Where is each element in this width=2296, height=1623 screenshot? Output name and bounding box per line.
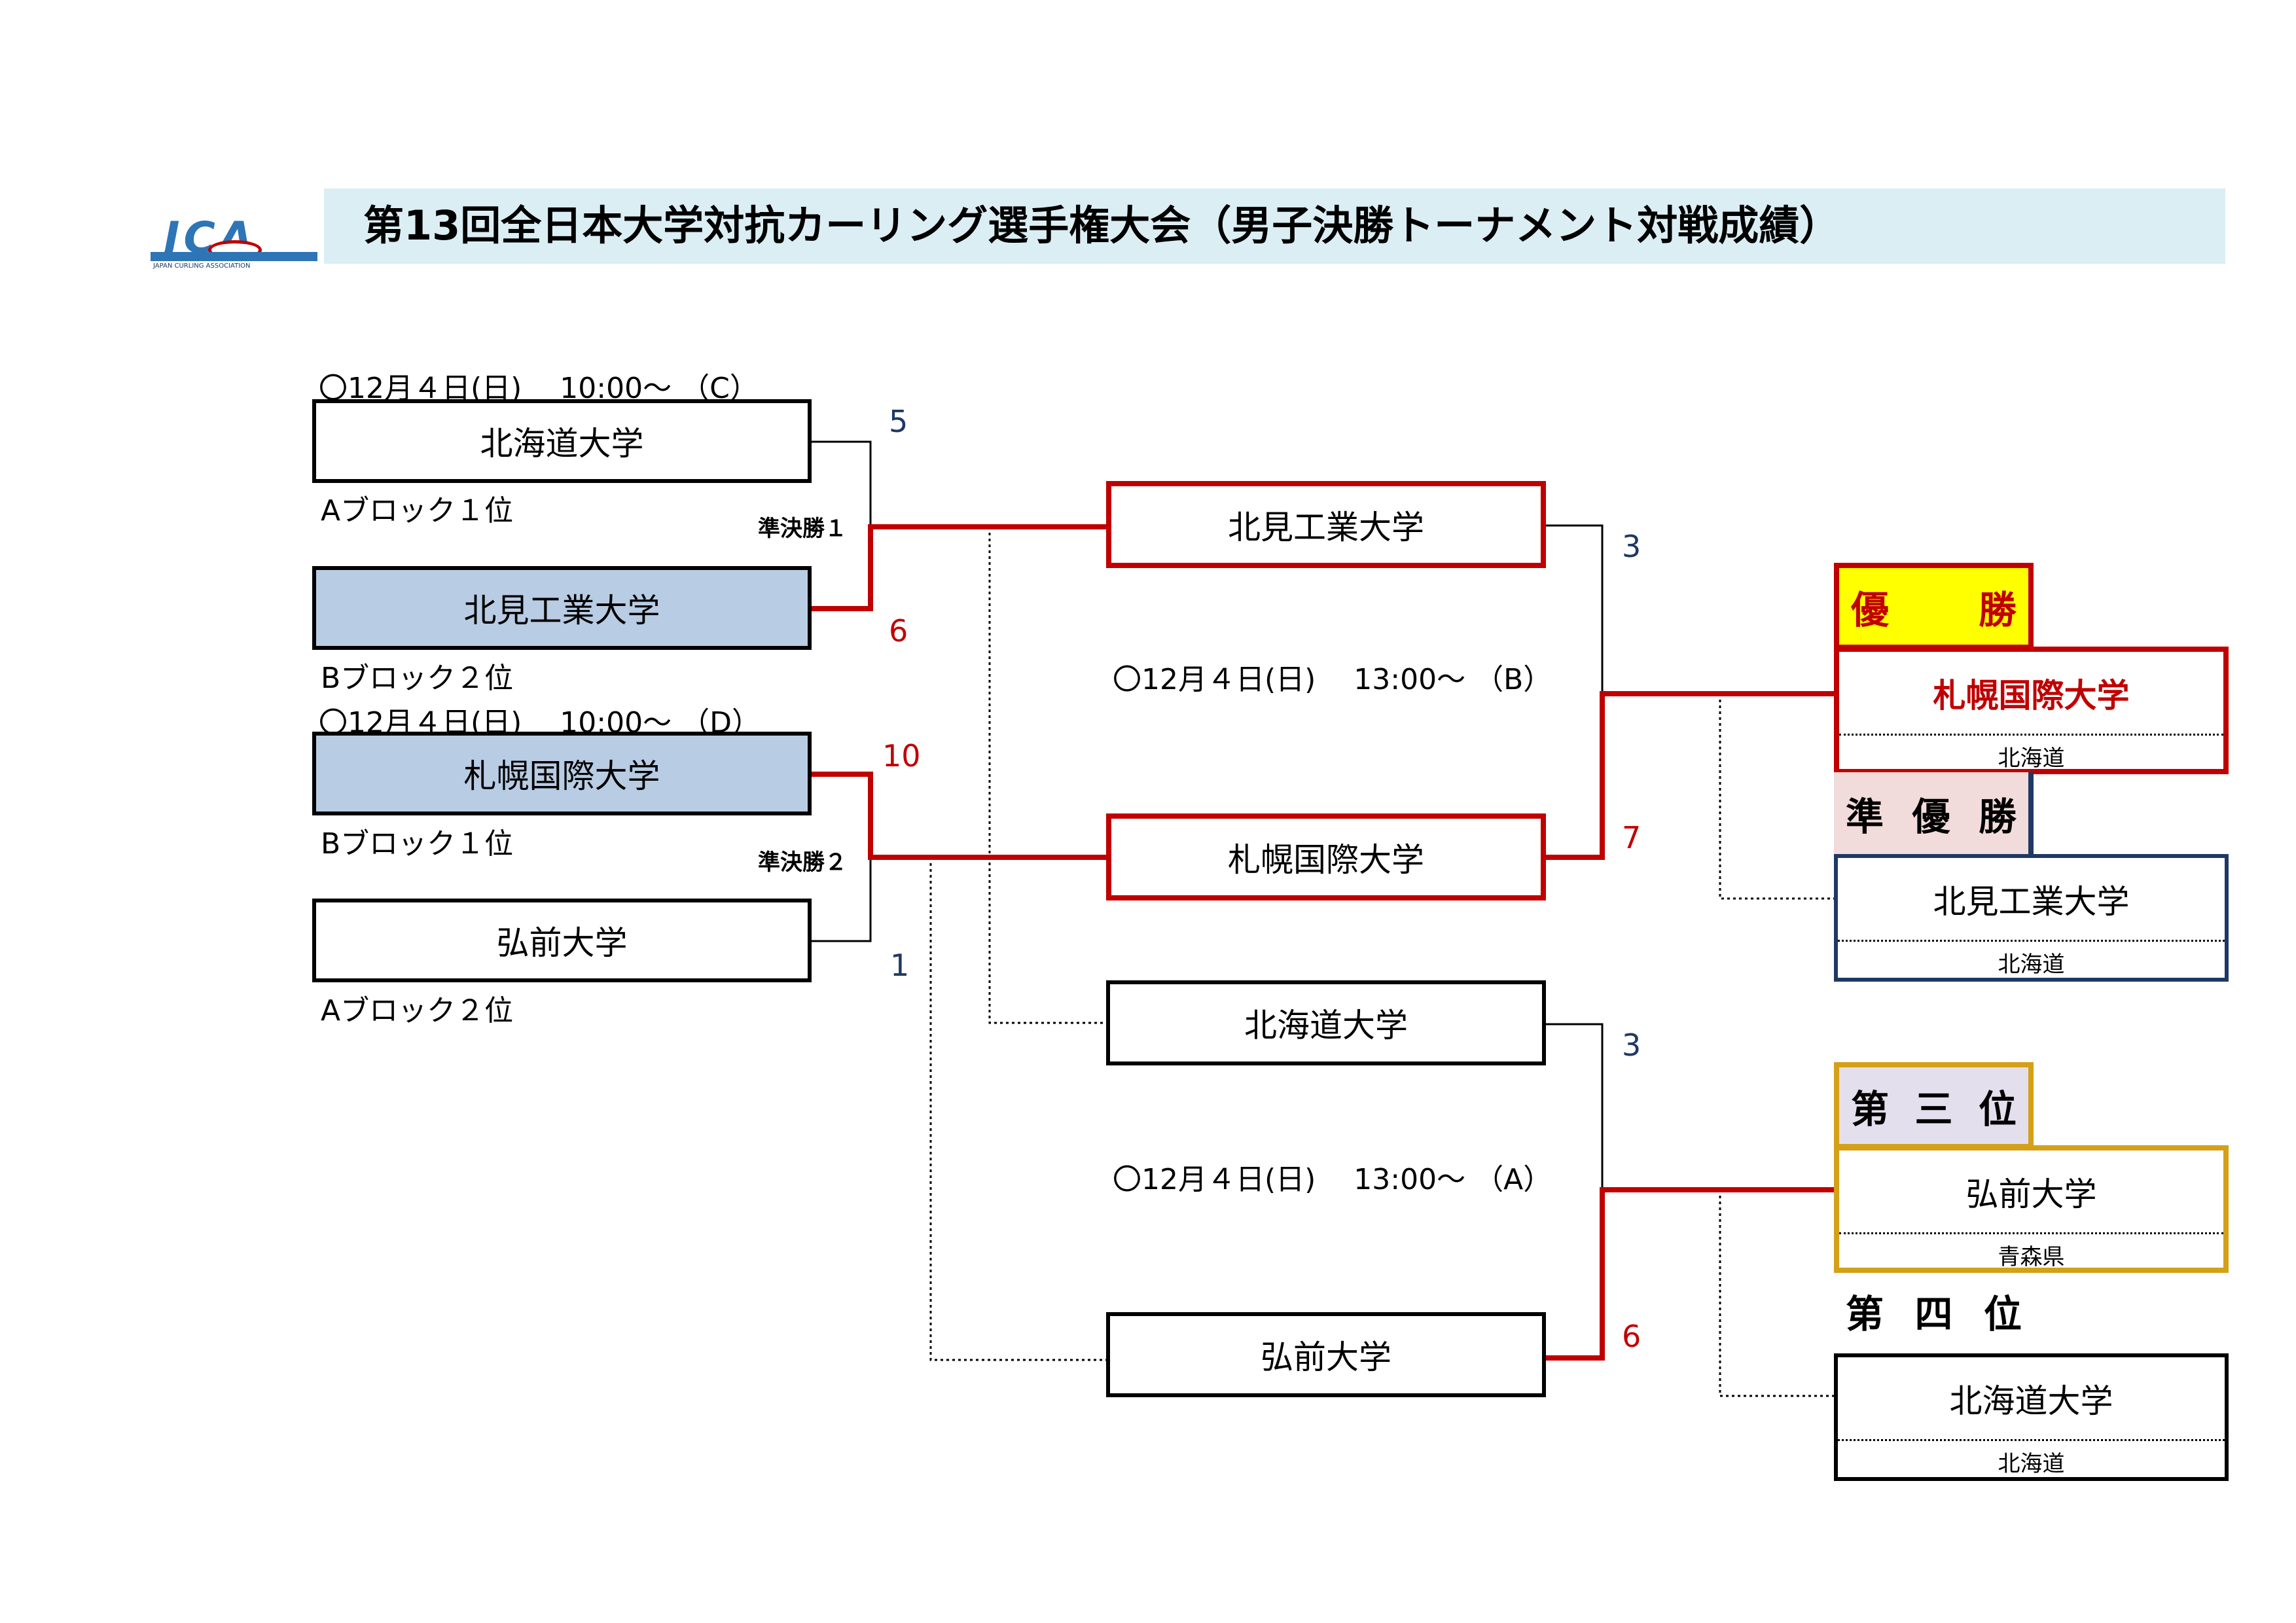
runner-up-name: 北見工業大学 <box>1933 882 2130 921</box>
final-schedule: 〇12月４日(日) 13:00～ （B） <box>1113 663 1552 696</box>
semifinal1-team2-note: Bブロック２位 <box>321 662 514 695</box>
tag-char: 勝 <box>1978 587 2017 632</box>
team-name: 北見工業大学 <box>1228 508 1424 546</box>
logo-bar <box>151 252 317 261</box>
jca-logo: JCA JAPAN CURLING ASSOCIATION <box>151 213 317 272</box>
semifinal2-team1-box: 札幌国際大学 <box>312 732 812 815</box>
semifinal1-team1-box: 北海道大学 <box>312 399 812 483</box>
tag-char: 優 <box>1851 587 1890 632</box>
runner-up-result: 北見工業大学 北海道 <box>1834 854 2229 982</box>
team-name: 弘前大学 <box>1261 1338 1391 1376</box>
champion-name: 札幌国際大学 <box>1933 676 2130 715</box>
third-match-team1-box: 北海道大学 <box>1106 980 1546 1065</box>
third-match-team1-score: 3 <box>1622 1027 1641 1063</box>
semifinal2-label: 準決勝２ <box>758 849 847 876</box>
page-title: 第13回全日本大学対抗カーリング選手権大会（男子決勝トーナメント対戦成績） <box>363 202 1840 249</box>
semifinal1-team1-score: 5 <box>889 404 908 439</box>
tag-char: 優 <box>1912 794 1950 839</box>
third-match-team2-score: 6 <box>1622 1319 1641 1354</box>
fourth-region: 北海道 <box>1838 1439 2225 1482</box>
semifinal2-team2-box: 弘前大学 <box>312 899 812 982</box>
semifinal1-label: 準決勝１ <box>758 516 847 542</box>
tag-char: 勝 <box>1978 794 2017 839</box>
team-name: 札幌国際大学 <box>1228 840 1424 879</box>
tag-char: 準 <box>1846 794 1884 839</box>
team-name: 札幌国際大学 <box>463 757 660 795</box>
final-team2-box: 札幌国際大学 <box>1106 813 1546 901</box>
runner-up-region: 北海道 <box>1838 940 2225 982</box>
third-region: 青森県 <box>1839 1232 2223 1275</box>
team-name: 北見工業大学 <box>463 592 660 630</box>
team-name: 北海道大学 <box>480 425 644 463</box>
third-match-team2-box: 弘前大学 <box>1106 1312 1546 1397</box>
semifinal2-team1-note: Bブロック１位 <box>321 827 514 861</box>
fourth-name: 北海道大学 <box>1949 1382 2113 1420</box>
tag-char: 第 <box>1846 1292 1884 1336</box>
third-result: 弘前大学 青森県 <box>1834 1145 2229 1273</box>
semifinal2-team1-score: 10 <box>882 738 921 774</box>
runner-up-tag: 準 優 勝 <box>1834 772 2034 854</box>
semifinal2-team2-score: 1 <box>890 948 910 983</box>
final-team2-score: 7 <box>1622 820 1641 855</box>
team-name: 北海道大学 <box>1244 1007 1408 1044</box>
third-name: 弘前大学 <box>1965 1175 2097 1213</box>
tag-char: 位 <box>1983 1292 2022 1336</box>
fourth-result: 北海道大学 北海道 <box>1834 1353 2229 1481</box>
header-band <box>324 188 2225 264</box>
semifinal2-team2-note: Aブロック２位 <box>321 994 514 1027</box>
tag-char: 第 <box>1851 1086 1890 1132</box>
logo-subtitle: JAPAN CURLING ASSOCIATION <box>153 262 251 270</box>
champion-region: 北海道 <box>1839 734 2223 776</box>
third-tag: 第 三 位 <box>1834 1062 2034 1149</box>
final-team1-score: 3 <box>1622 529 1641 564</box>
semifinal1-team2-score: 6 <box>889 613 908 649</box>
fourth-tag: 第 四 位 <box>1834 1268 2034 1353</box>
tag-char: 位 <box>1978 1086 2017 1132</box>
team-name: 弘前大学 <box>496 924 628 962</box>
semifinal1-team2-box: 北見工業大学 <box>312 566 812 650</box>
tag-char: 四 <box>1914 1292 1953 1336</box>
final-team1-box: 北見工業大学 <box>1106 481 1546 568</box>
champion-result: 札幌国際大学 北海道 <box>1834 647 2229 774</box>
tag-char: 三 <box>1914 1086 1953 1132</box>
champion-tag: 優 勝 <box>1834 563 2034 650</box>
third-match-schedule: 〇12月４日(日) 13:00～ （A） <box>1113 1163 1552 1196</box>
semifinal1-team1-note: Aブロック１位 <box>321 494 514 527</box>
